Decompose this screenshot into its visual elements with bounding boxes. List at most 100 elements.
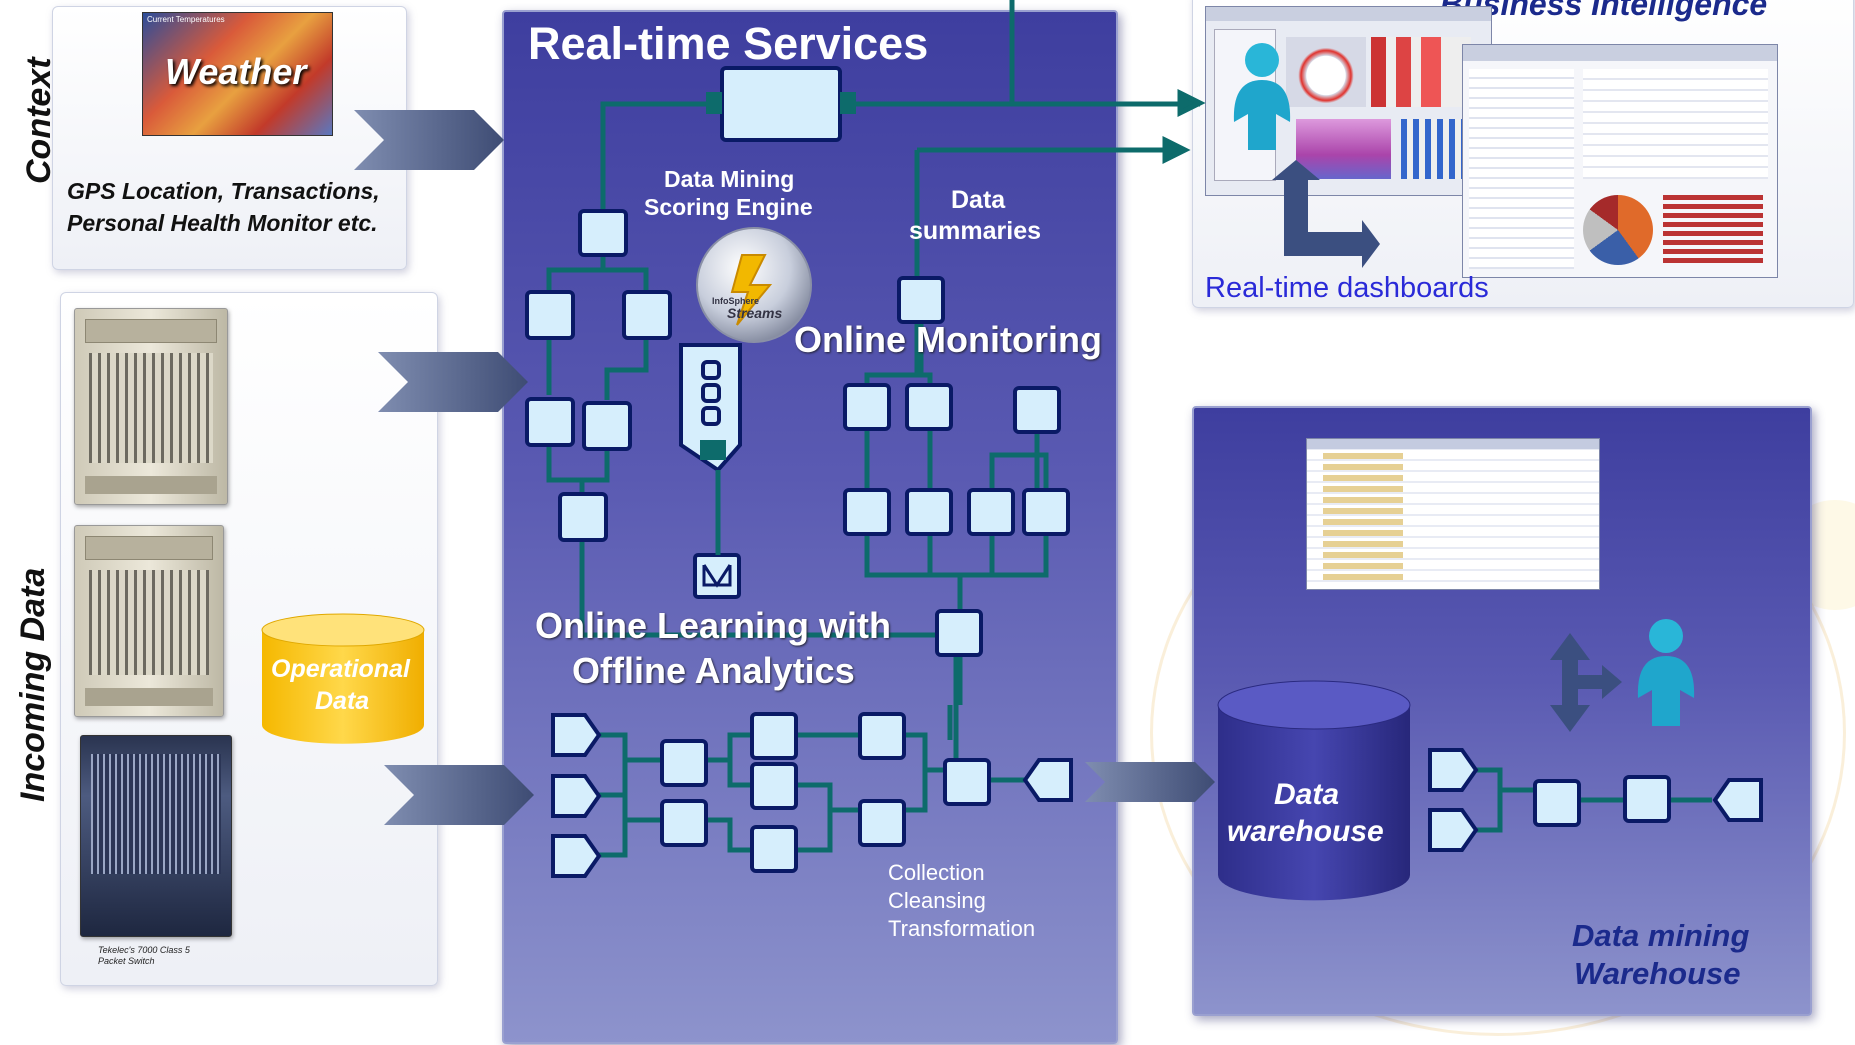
data-mining-line2: Scoring Engine — [644, 194, 813, 220]
processing-node — [525, 290, 575, 340]
online-learning-line1: Online Learning with — [535, 605, 892, 646]
connector-stub — [706, 92, 722, 114]
processing-node — [558, 492, 608, 542]
lightning-bolt-icon — [730, 254, 773, 326]
connector-line — [795, 810, 833, 853]
telecom-rack-1 — [74, 308, 228, 505]
telecom-rack-2 — [74, 525, 224, 717]
processing-node — [525, 397, 575, 447]
weather-map-image: Current Temperatures Weather — [142, 12, 333, 136]
data-summaries-line1: Data — [951, 186, 1006, 214]
chain-link — [701, 383, 721, 403]
input-port-node — [551, 834, 602, 878]
connector-line — [582, 440, 610, 483]
model-node — [693, 553, 741, 599]
connector-line — [921, 372, 933, 385]
funnel-out-stub — [700, 440, 726, 460]
bi-dashboard-screenshot-2 — [1462, 44, 1778, 278]
collection-node — [858, 799, 906, 847]
stream-source-node — [720, 66, 842, 142]
streams-logo-line1: InfoSphere — [712, 296, 760, 306]
data-warehouse-line2: warehouse — [1227, 815, 1384, 848]
output-port-node — [1022, 758, 1073, 802]
processing-node — [578, 209, 628, 257]
collection-node — [943, 758, 991, 806]
connector-line — [546, 440, 585, 492]
data-mining-line1: Data Mining — [664, 166, 795, 192]
collection-node — [660, 799, 708, 847]
weather-text: Weather — [165, 51, 307, 92]
connector-stub — [840, 92, 856, 114]
warehouse-title-line2: Warehouse — [1574, 956, 1741, 991]
connector-line — [1472, 767, 1535, 793]
collection-node — [750, 762, 798, 810]
incoming-input-arrow-1 — [378, 352, 528, 412]
context-line2: Personal Health Monitor etc. — [67, 210, 378, 236]
transformation-label: Transformation — [888, 916, 1036, 941]
connector-line — [864, 530, 933, 578]
packet-switch-image — [80, 735, 232, 937]
operational-data-cylinder — [262, 630, 424, 744]
connector-line — [579, 540, 943, 638]
model-node-icon — [702, 564, 732, 588]
monitoring-node — [1022, 488, 1070, 536]
warehouse-node — [1533, 779, 1581, 827]
collection-label: Collection — [888, 860, 985, 885]
warehouse-tree-table-screenshot — [1306, 438, 1600, 590]
warehouse-output-port — [1712, 778, 1763, 822]
monitoring-node — [843, 488, 891, 536]
context-line1: GPS Location, Transactions, — [67, 178, 380, 204]
monitoring-node — [967, 488, 1015, 536]
context-input-arrow — [354, 110, 504, 170]
warehouse-input-arrow — [1085, 762, 1215, 802]
connector-line — [604, 338, 649, 400]
operational-data-line2: Data — [315, 687, 370, 715]
collection-node — [660, 739, 708, 787]
input-port-node — [551, 774, 602, 818]
input-port-node — [551, 713, 602, 757]
user-icon-bi — [1233, 43, 1291, 150]
cylinder-top — [261, 613, 425, 647]
connector-line — [706, 732, 752, 763]
cleansing-label: Cleansing — [888, 888, 986, 913]
bi-bidirectional-arrow — [1272, 160, 1380, 268]
connector-line — [905, 732, 945, 773]
collection-node — [858, 712, 906, 760]
weather-map-caption: Current Temperatures — [147, 15, 225, 24]
data-warehouse-cylinder — [1218, 705, 1410, 901]
connector-line — [840, 0, 1015, 107]
warehouse-input-port — [1428, 808, 1479, 852]
connector-line — [1472, 790, 1503, 833]
monitoring-node — [905, 488, 953, 536]
warehouse-bidirectional-arrow — [1550, 633, 1622, 732]
monitoring-node — [905, 383, 953, 431]
connector-line — [989, 452, 1049, 490]
online-monitoring-label: Online Monitoring — [794, 319, 1102, 360]
connector-line — [930, 572, 963, 610]
bi-arrowhead-2 — [1162, 135, 1191, 165]
warehouse-cylinder-top — [1217, 680, 1411, 730]
user-icon-warehouse — [1637, 619, 1695, 726]
warehouse-node — [1623, 775, 1671, 823]
incoming-input-arrow-2 — [384, 765, 534, 825]
collection-node — [750, 825, 798, 873]
warehouse-input-port — [1428, 748, 1479, 792]
processing-node — [582, 401, 632, 451]
connector-line — [905, 770, 928, 813]
streams-logo-line2: Streams — [727, 305, 783, 321]
bi-arrowhead-1 — [1177, 88, 1206, 118]
bi-title: Business Intelligence — [1440, 0, 1768, 22]
operational-data-line1: Operational — [271, 655, 410, 683]
connector-line — [600, 101, 722, 215]
hw-caption-line1: Tekelec's 7000 Class 5 — [98, 945, 190, 955]
monitoring-node — [843, 383, 891, 431]
realtime-title: Real-time Services — [528, 18, 929, 69]
monitoring-node — [897, 276, 945, 324]
chain-link — [701, 360, 721, 380]
processing-node — [622, 290, 672, 340]
chain-link — [701, 406, 721, 426]
connector-line — [603, 267, 649, 295]
warehouse-title-line1: Data mining — [1572, 918, 1750, 953]
